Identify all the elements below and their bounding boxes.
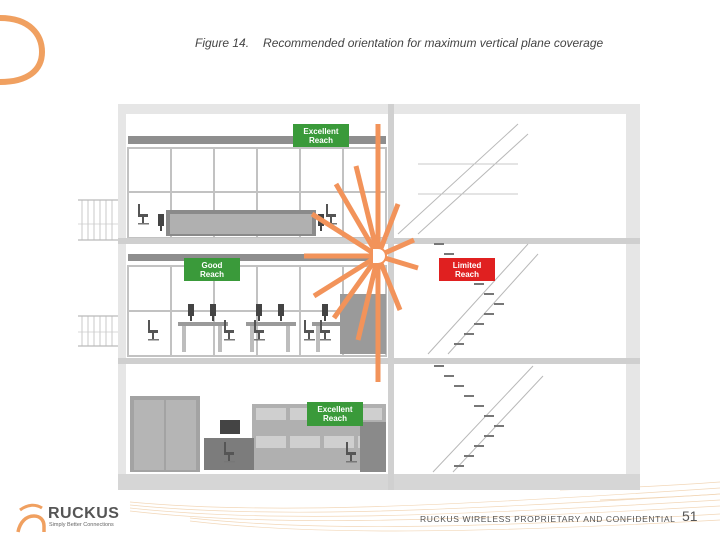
figure-title: Recommended orientation for maximum vert… [263,36,604,50]
figure-number: Figure 14. [195,36,250,50]
label-line-2: Reach [322,414,347,423]
ruckus-dog-logo-icon [16,503,46,533]
ruckus-logo-tagline: Simply Better Connections [49,522,114,528]
page-number: 51 [682,508,698,524]
building-cross-section-illustration [78,104,640,490]
label-line-2: Reach [454,269,479,279]
label-line-2: Reach [308,135,333,145]
label-line-1: Excellent [303,126,339,136]
excellent-reach-bottom-label: Excellent Reach [307,402,363,426]
label-line-1: Good [201,260,223,270]
good-reach-label: Good Reach [184,258,240,281]
label-line-2: Reach [199,269,224,279]
excellent-reach-top-label: Excellent Reach [293,124,349,147]
confidential-footer: RUCKUS WIRELESS PROPRIETARY AND CONFIDEN… [420,514,676,524]
ruckus-logo-wordmark: RUCKUS [48,505,120,522]
figure-caption: Figure 14. Recommended orientation for ma… [195,36,603,50]
footer-decoration-lines [129,481,720,532]
label-line-1: Excellent [317,405,353,414]
label-line-1: Limited [452,260,482,270]
corner-swoosh-decoration [0,15,46,85]
limited-reach-label: Limited Reach [439,258,495,281]
